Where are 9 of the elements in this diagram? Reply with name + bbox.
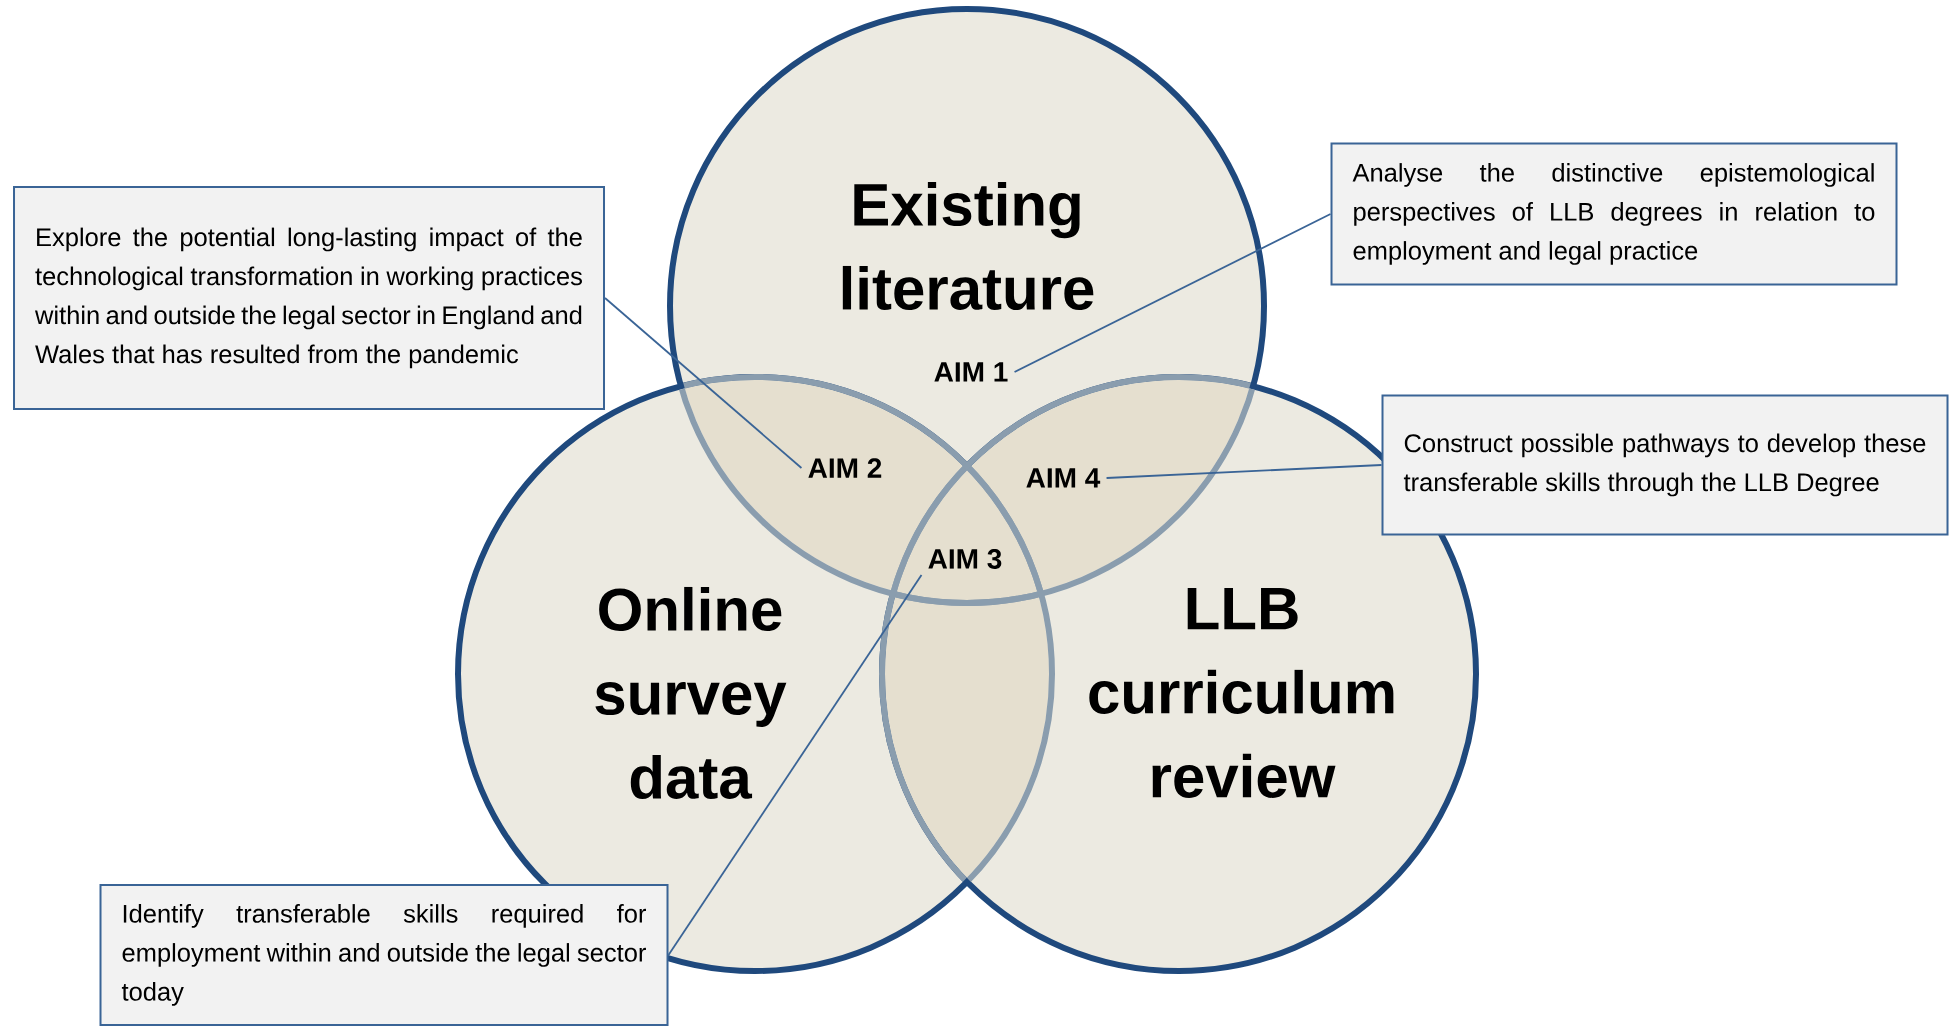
aim-label: AIM 3 xyxy=(928,549,1002,569)
leader-line xyxy=(1105,464,1383,479)
leader-line xyxy=(604,297,803,469)
text-box: Construct possible pathways to develop these transferable skills through the LLB Degree xyxy=(1381,394,1949,536)
text-box: Identify transferable skills required for employment within and outside the legal sector today xyxy=(99,884,669,1026)
aim-label: AIM 2 xyxy=(808,458,882,478)
text-box: Explore the potential long-lasting impact of the technological transformation in working practices within and outside the legal sector in England and Wales that has resulted from the pandemic xyxy=(13,186,605,410)
leader-line xyxy=(1013,213,1332,373)
text-box: Analyse the distinctive epistemological perspectives of LLB degrees in relation to employment and legal practice xyxy=(1330,142,1898,286)
